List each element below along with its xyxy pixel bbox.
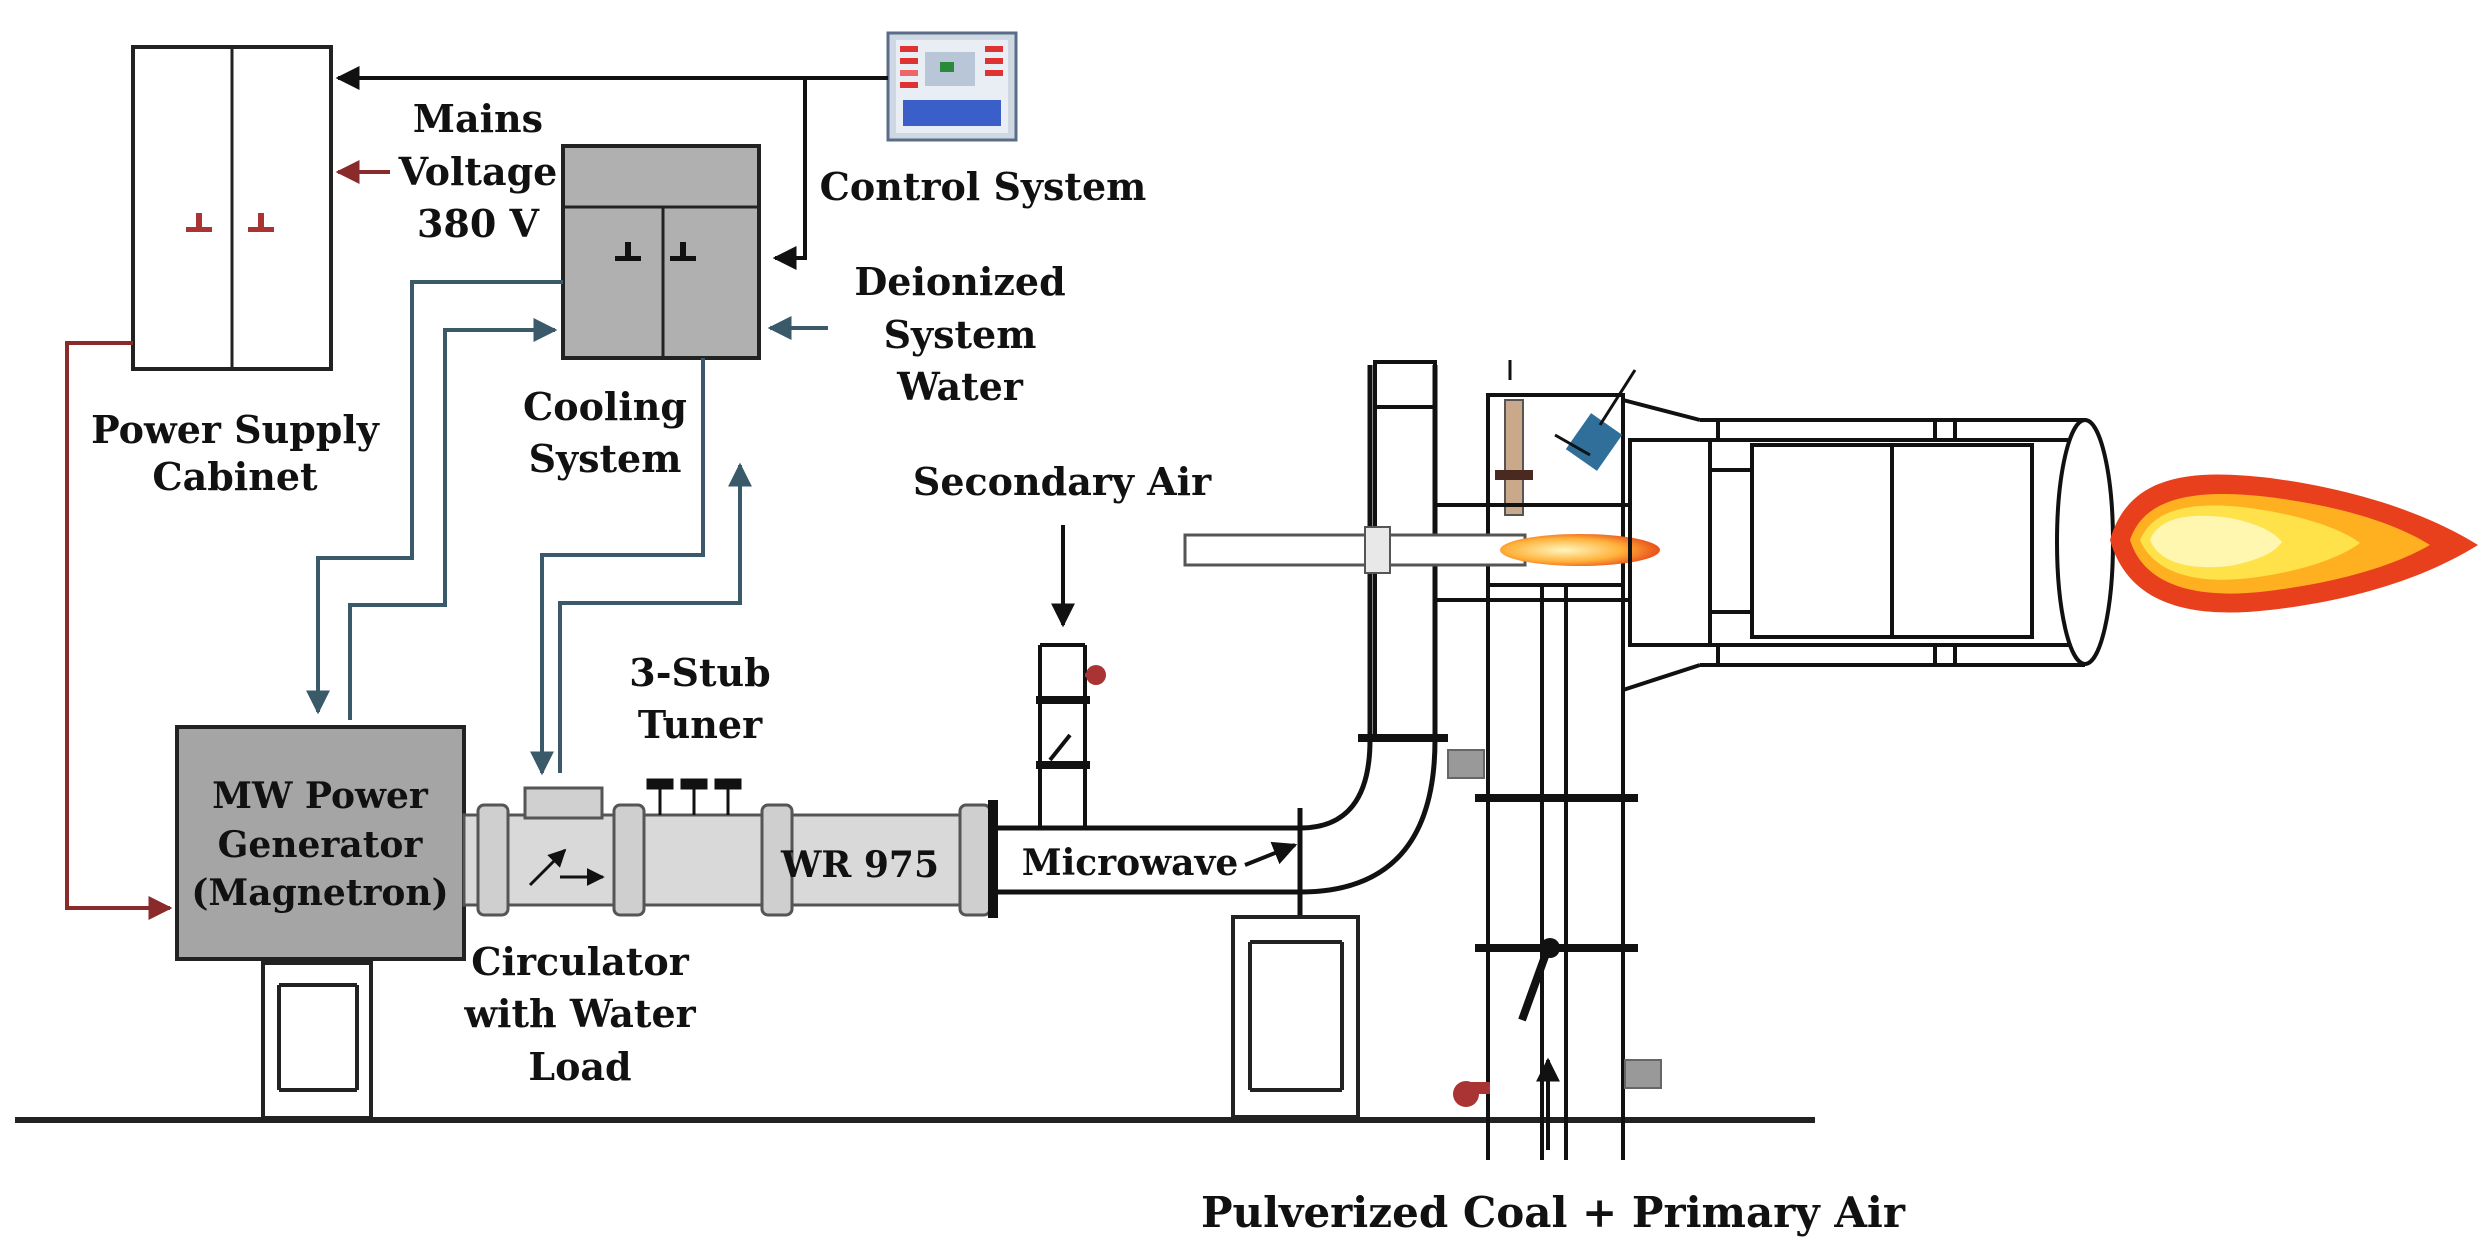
control-system-monitor (886, 31, 1018, 142)
duct-stand (1231, 915, 1360, 1119)
circulator-arrows (528, 848, 605, 887)
waveguide-label: WR 975 (780, 844, 939, 886)
svg-text:Mains: Mains (413, 96, 543, 141)
mw-power-generator: MW Power Generator (Magnetron) (175, 725, 466, 961)
svg-text:with Water: with Water (463, 991, 696, 1036)
svg-text:Load: Load (528, 1044, 631, 1089)
mains-voltage-label: Mains Voltage 380 V (398, 96, 558, 246)
secondary-air-pipe (1036, 643, 1090, 828)
svg-text:3-Stub: 3-Stub (629, 650, 770, 695)
svg-text:(Magnetron): (Magnetron) (191, 872, 448, 914)
cooling-system-label: Cooling System (523, 384, 687, 481)
primary-air-damper (1540, 938, 1560, 958)
svg-text:Voltage: Voltage (398, 149, 558, 194)
control-system-label: Control System (820, 164, 1147, 209)
svg-text:Circulator: Circulator (471, 939, 689, 984)
power-supply-cabinet (131, 45, 333, 371)
three-stub-tuner (646, 778, 742, 815)
igniter-probe (1495, 360, 1533, 516)
power-supply-cabinet-label: Power Supply Cabinet (91, 407, 380, 499)
svg-text:Tuner: Tuner (638, 702, 763, 747)
svg-text:Generator: Generator (218, 824, 424, 866)
generator-stand (261, 961, 373, 1120)
primary-air-valve (1453, 1081, 1490, 1107)
pipe-fittings (1447, 749, 1662, 1089)
flame-sensor (1554, 369, 1637, 471)
svg-text:Cabinet: Cabinet (152, 454, 318, 499)
svg-text:Power Supply: Power Supply (91, 407, 380, 452)
svg-text:Water: Water (896, 364, 1024, 409)
svg-text:380 V: 380 V (417, 201, 541, 246)
plasma-torch (1183, 526, 1660, 574)
deionized-water-label: Deionized System Water (854, 259, 1065, 409)
pulverized-coal-label: Pulverized Coal + Primary Air (1201, 1188, 1906, 1237)
svg-text:MW Power: MW Power (212, 775, 429, 817)
power-lines (65, 341, 173, 920)
svg-text:System: System (884, 312, 1037, 357)
svg-text:Cooling: Cooling (523, 384, 687, 429)
burner-outlet (2055, 418, 2115, 666)
microwave-flow-arrow (1244, 841, 1298, 867)
cooling-system-unit (561, 144, 761, 360)
main-flame (2110, 474, 2478, 613)
stub-tuner-label: 3-Stub Tuner (629, 650, 770, 747)
svg-text:System: System (529, 436, 682, 481)
microwave-label: Microwave (1022, 842, 1239, 884)
burner-vertical-structure (1373, 360, 1638, 1160)
circulator-label: Circulator with Water Load (463, 939, 696, 1089)
control-signal-arrows (335, 66, 888, 270)
svg-text:Deionized: Deionized (854, 259, 1065, 304)
microwave-duct (988, 365, 1438, 918)
secondary-air-label: Secondary Air (913, 459, 1212, 504)
cooling-water-lines (306, 280, 752, 776)
circulator-box (523, 786, 604, 820)
burner-body (1435, 398, 2085, 692)
